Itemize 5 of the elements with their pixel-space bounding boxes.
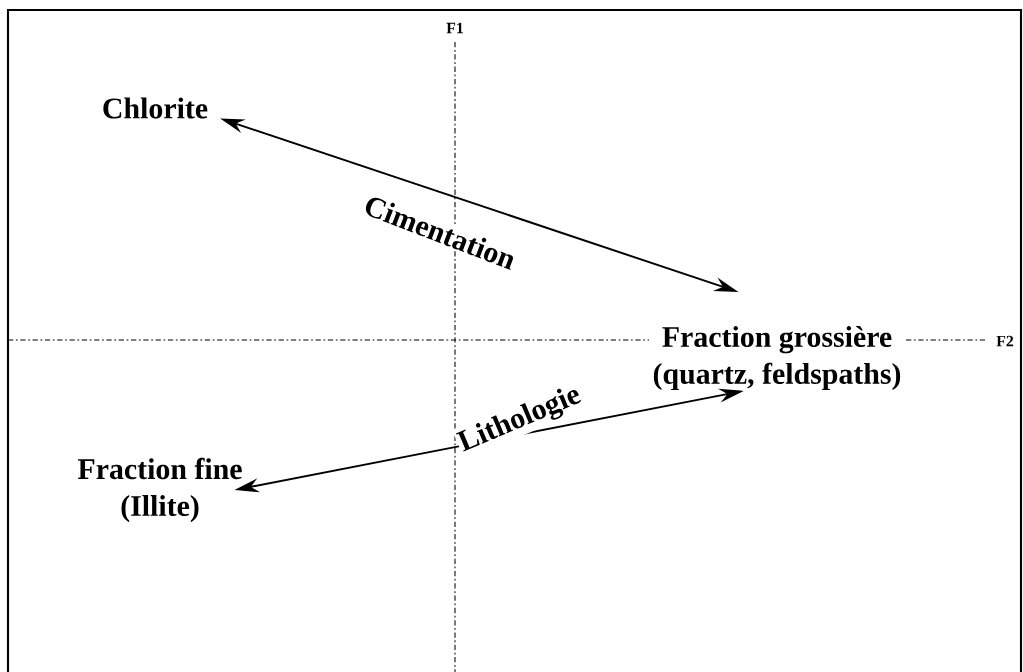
node-label: Fraction fine (Illite) <box>73 454 247 526</box>
node-label: Fraction grossière (quartz, feldspaths) <box>649 322 905 394</box>
axis-label: F1 <box>446 22 463 34</box>
axis-label: F2 <box>996 335 1014 347</box>
node-label: Chlorite <box>98 94 212 123</box>
